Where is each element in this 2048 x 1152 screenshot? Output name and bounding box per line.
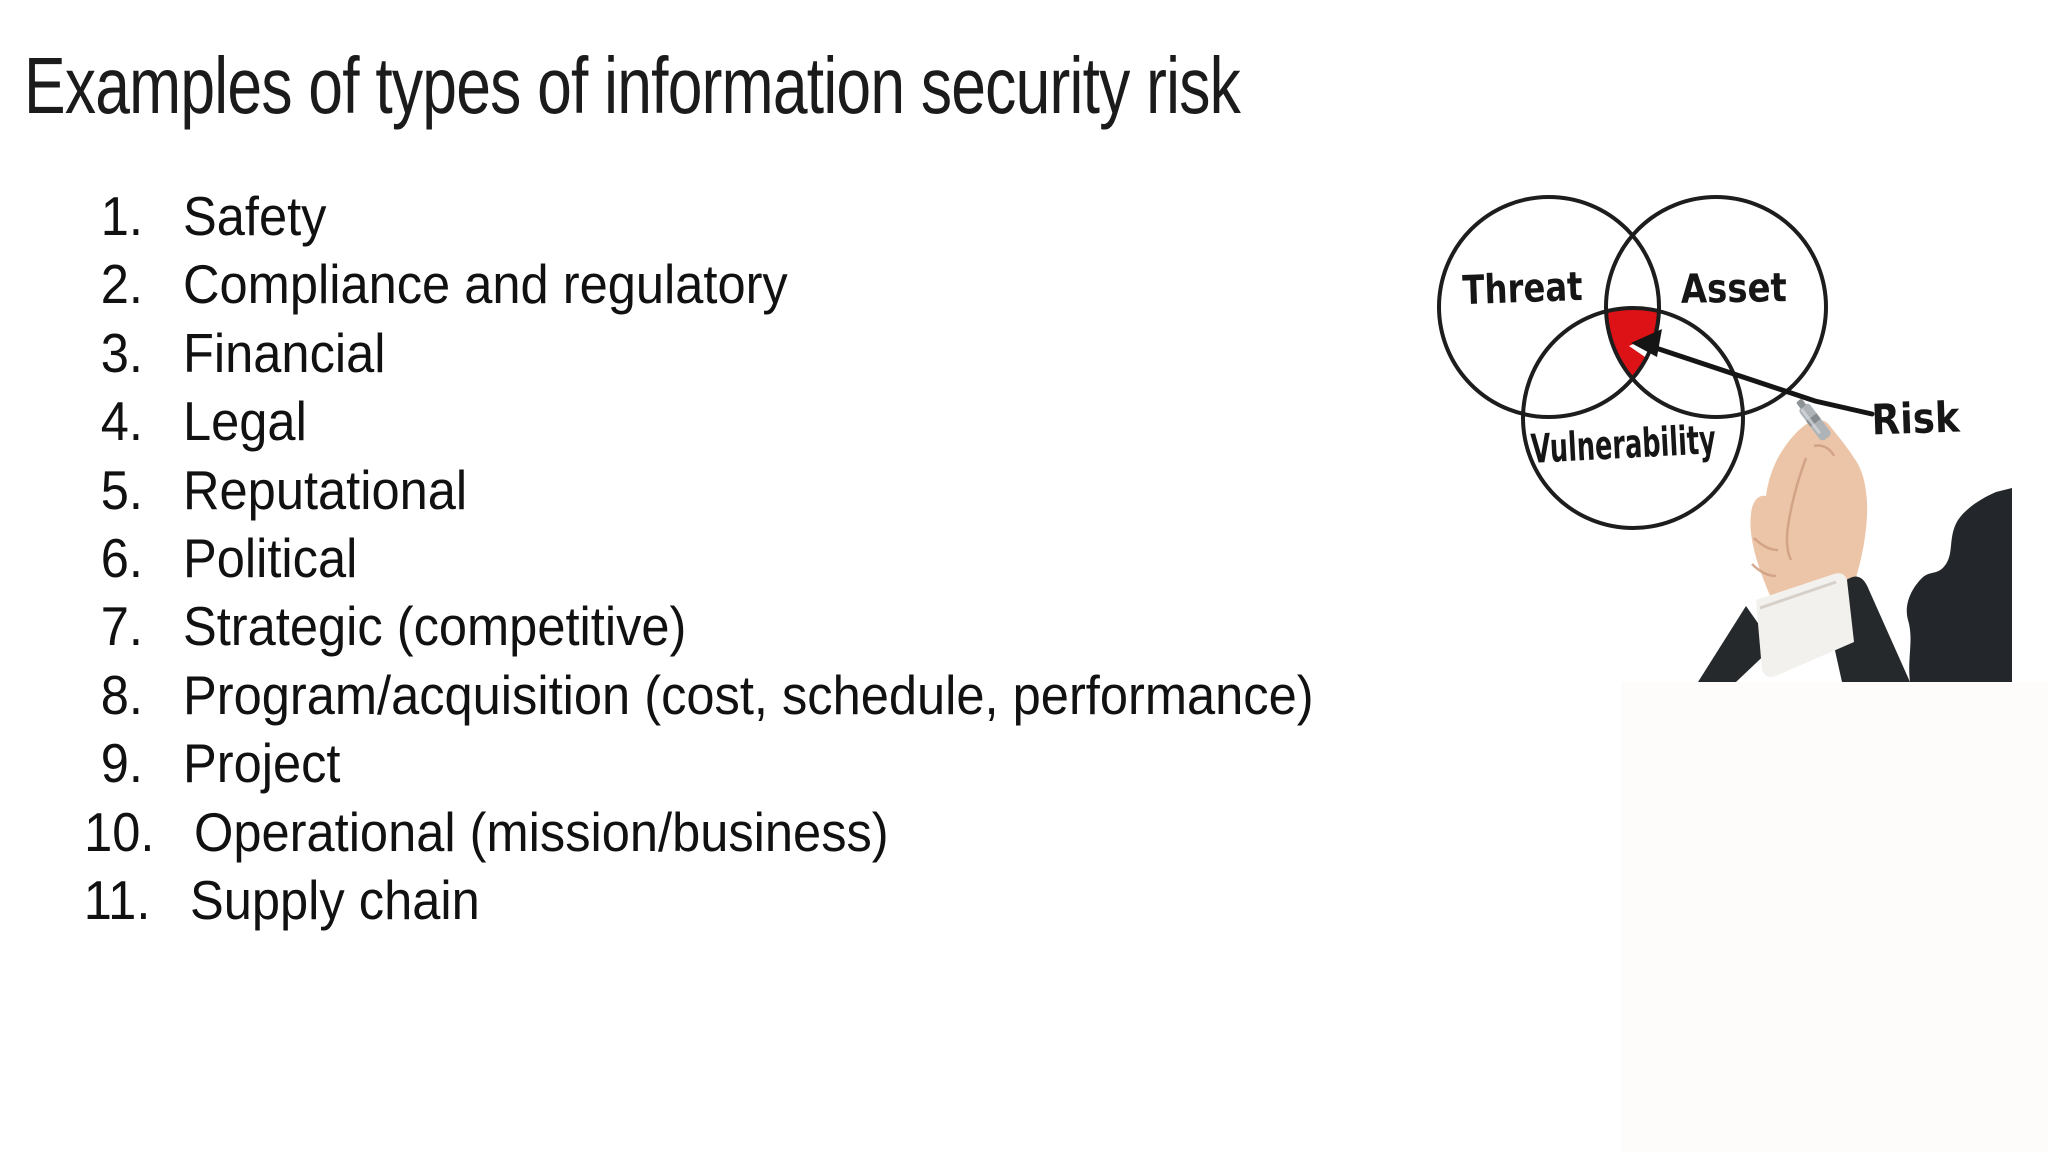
list-item: 2. Compliance and regulatory (78, 250, 1412, 318)
list-item-text: Financial (183, 321, 386, 384)
list-item-number: 10. (84, 800, 155, 863)
hand-creases (1751, 444, 1836, 578)
risk-arrow-line (1647, 343, 1875, 417)
marker-pen (1796, 399, 1831, 441)
list-item: 9. Project (78, 729, 1412, 797)
list-item: 1. Safety (78, 182, 1412, 250)
list-item: 6. Political (78, 524, 1412, 592)
shirt-cuff (1756, 573, 1854, 678)
list-item-number: 2. (100, 253, 143, 316)
vulnerability-label: Vulnerability (1530, 417, 1717, 473)
list-item-number: 8. (100, 663, 143, 726)
list-item: 7. Strategic (competitive) (78, 592, 1412, 660)
risk-arrowhead (1631, 329, 1662, 357)
list-item-number: 9. (100, 732, 143, 795)
page-title: Examples of types of information securit… (24, 40, 1583, 132)
risk-venn-illustration: Threat Asset Vulnerability Risk (1437, 195, 2012, 682)
list-item-text: Political (183, 526, 358, 589)
list-item: 3. Financial (78, 319, 1412, 387)
venn-photo: Threat Asset Vulnerability Risk (1402, 106, 2012, 682)
list-item-text: Compliance and regulatory (183, 253, 788, 316)
list-item-text: Reputational (183, 458, 468, 521)
list-item-text: Safety (183, 185, 327, 247)
list-item: 5. Reputational (78, 456, 1412, 524)
shirt-cuff-shadow (1759, 580, 1837, 610)
list-item-number: 3. (100, 321, 143, 384)
list-item: 10. Operational (mission/business) (78, 798, 1412, 866)
risk-label: Risk (1871, 392, 1962, 444)
list-item-number: 7. (100, 595, 143, 658)
list-item-number: 11. (83, 868, 151, 931)
suit-sleeve-left (1698, 606, 1774, 682)
list-item-text: Operational (mission/business) (194, 800, 890, 863)
threat-circle (1437, 195, 1661, 419)
list-item-number: 1. (100, 185, 143, 247)
asset-label: Asset (1680, 265, 1787, 313)
list-item-text: Supply chain (190, 868, 481, 931)
page-title-text: Examples of types of information securit… (24, 41, 1241, 130)
list-item-text: Legal (183, 390, 307, 453)
list-item-text: Program/acquisition (cost, schedule, per… (183, 663, 1314, 726)
vulnerability-circle (1521, 306, 1745, 530)
list-item: 8. Program/acquisition (cost, schedule, p… (78, 661, 1412, 729)
list-item-text: Project (183, 732, 341, 795)
photo-background-artifact (1621, 682, 2048, 1152)
list-item-number: 6. (100, 526, 143, 589)
threat-label: Threat (1462, 264, 1584, 314)
list-item: 11. Supply chain (78, 866, 1412, 934)
list-item-text: Strategic (competitive) (183, 595, 687, 658)
risk-type-list: 1. Safety 2. Compliance and regulatory 3. Fin… (78, 182, 1412, 934)
presenter-hand (1750, 419, 1868, 600)
list-item: 4. Legal (78, 387, 1412, 455)
presenter-shoulder (1906, 488, 2012, 682)
list-item-number: 4. (100, 390, 143, 453)
asset-circle (1604, 195, 1828, 419)
presenter-hand-group (1698, 399, 1910, 682)
list-item-number: 5. (100, 458, 143, 521)
